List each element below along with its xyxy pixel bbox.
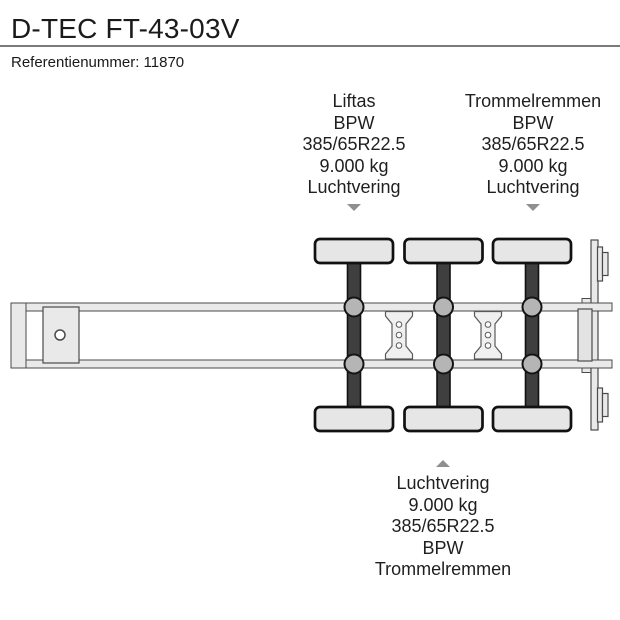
- arrow-down-icon: [346, 204, 361, 211]
- rear-lamp-top: [601, 251, 609, 277]
- annotation-line: Luchtvering: [486, 177, 580, 198]
- axle-2-hub-top: [433, 296, 454, 318]
- annotation-line: 385/65R22.5: [481, 134, 585, 155]
- annotation-line: 385/65R22.5: [302, 134, 406, 155]
- annotation-line: Luchtvering: [307, 177, 401, 198]
- axle-2-beam: [436, 250, 451, 421]
- kingpin: [54, 329, 66, 341]
- annotation-lift-axle: Liftas BPW 385/65R22.5 9.000 kg Luchtver…: [244, 91, 464, 199]
- axle-1-tire-top: [313, 237, 395, 265]
- page-title: D-TEC FT-43-03V: [11, 13, 240, 44]
- axle-3-tire-bottom: [491, 405, 573, 433]
- annotation-line: Luchtvering: [396, 473, 490, 493]
- rear-lamp-bracket-bottom: [596, 387, 604, 423]
- axle-2-hub-bottom: [433, 353, 454, 375]
- annotation-line: 385/65R22.5: [391, 516, 495, 537]
- rear-underrun-assembly: [590, 239, 609, 431]
- annotation-rear-axle: Trommelremmen BPW 385/65R22.5 9.000 kg L…: [423, 91, 620, 199]
- annotation-line: BPW: [333, 112, 375, 133]
- annotation-line: 9.000 kg: [319, 155, 389, 176]
- reference-number: Referentienummer: 11870: [11, 54, 185, 71]
- header-separator: [0, 45, 620, 47]
- axle-1-beam: [346, 250, 362, 421]
- annotation-line: Liftas: [332, 91, 376, 111]
- annotation-line: BPW: [422, 537, 464, 558]
- rear-lamp-bottom: [601, 392, 609, 418]
- arrow-up-icon: [435, 460, 450, 467]
- axle-2: [403, 237, 484, 433]
- crossmember-2: [473, 310, 503, 360]
- axle-3-beam: [524, 250, 540, 421]
- annotation-line: 9.000 kg: [498, 155, 568, 176]
- axle-1-tire-bottom: [313, 405, 395, 433]
- annotation-line: 9.000 kg: [408, 494, 478, 515]
- rear-crossmember: [577, 308, 593, 362]
- chassis-frame: [10, 302, 613, 369]
- rear-lamp-bracket-top: [596, 246, 604, 282]
- axle-1-hub-top: [343, 296, 365, 318]
- crossmember-1: [384, 310, 414, 360]
- axle-2-tire-bottom: [403, 405, 484, 433]
- front-end-crossmember: [10, 302, 27, 369]
- axle-3-hub-top: [521, 296, 543, 318]
- annotation-line: BPW: [512, 112, 554, 133]
- annotation-line: Trommelremmen: [464, 91, 602, 111]
- axle-3-tire-top: [491, 237, 573, 265]
- arrow-down-icon: [525, 204, 540, 211]
- axle-1: [313, 237, 395, 433]
- axle-1-hub-bottom: [343, 353, 365, 375]
- axle-3-hub-bottom: [521, 353, 543, 375]
- annotation-middle-axle: Luchtvering 9.000 kg 385/65R22.5 BPW Tro…: [323, 473, 563, 581]
- annotation-line: Trommelremmen: [374, 559, 512, 580]
- axle-2-tire-top: [403, 237, 484, 265]
- axle-3: [491, 237, 573, 433]
